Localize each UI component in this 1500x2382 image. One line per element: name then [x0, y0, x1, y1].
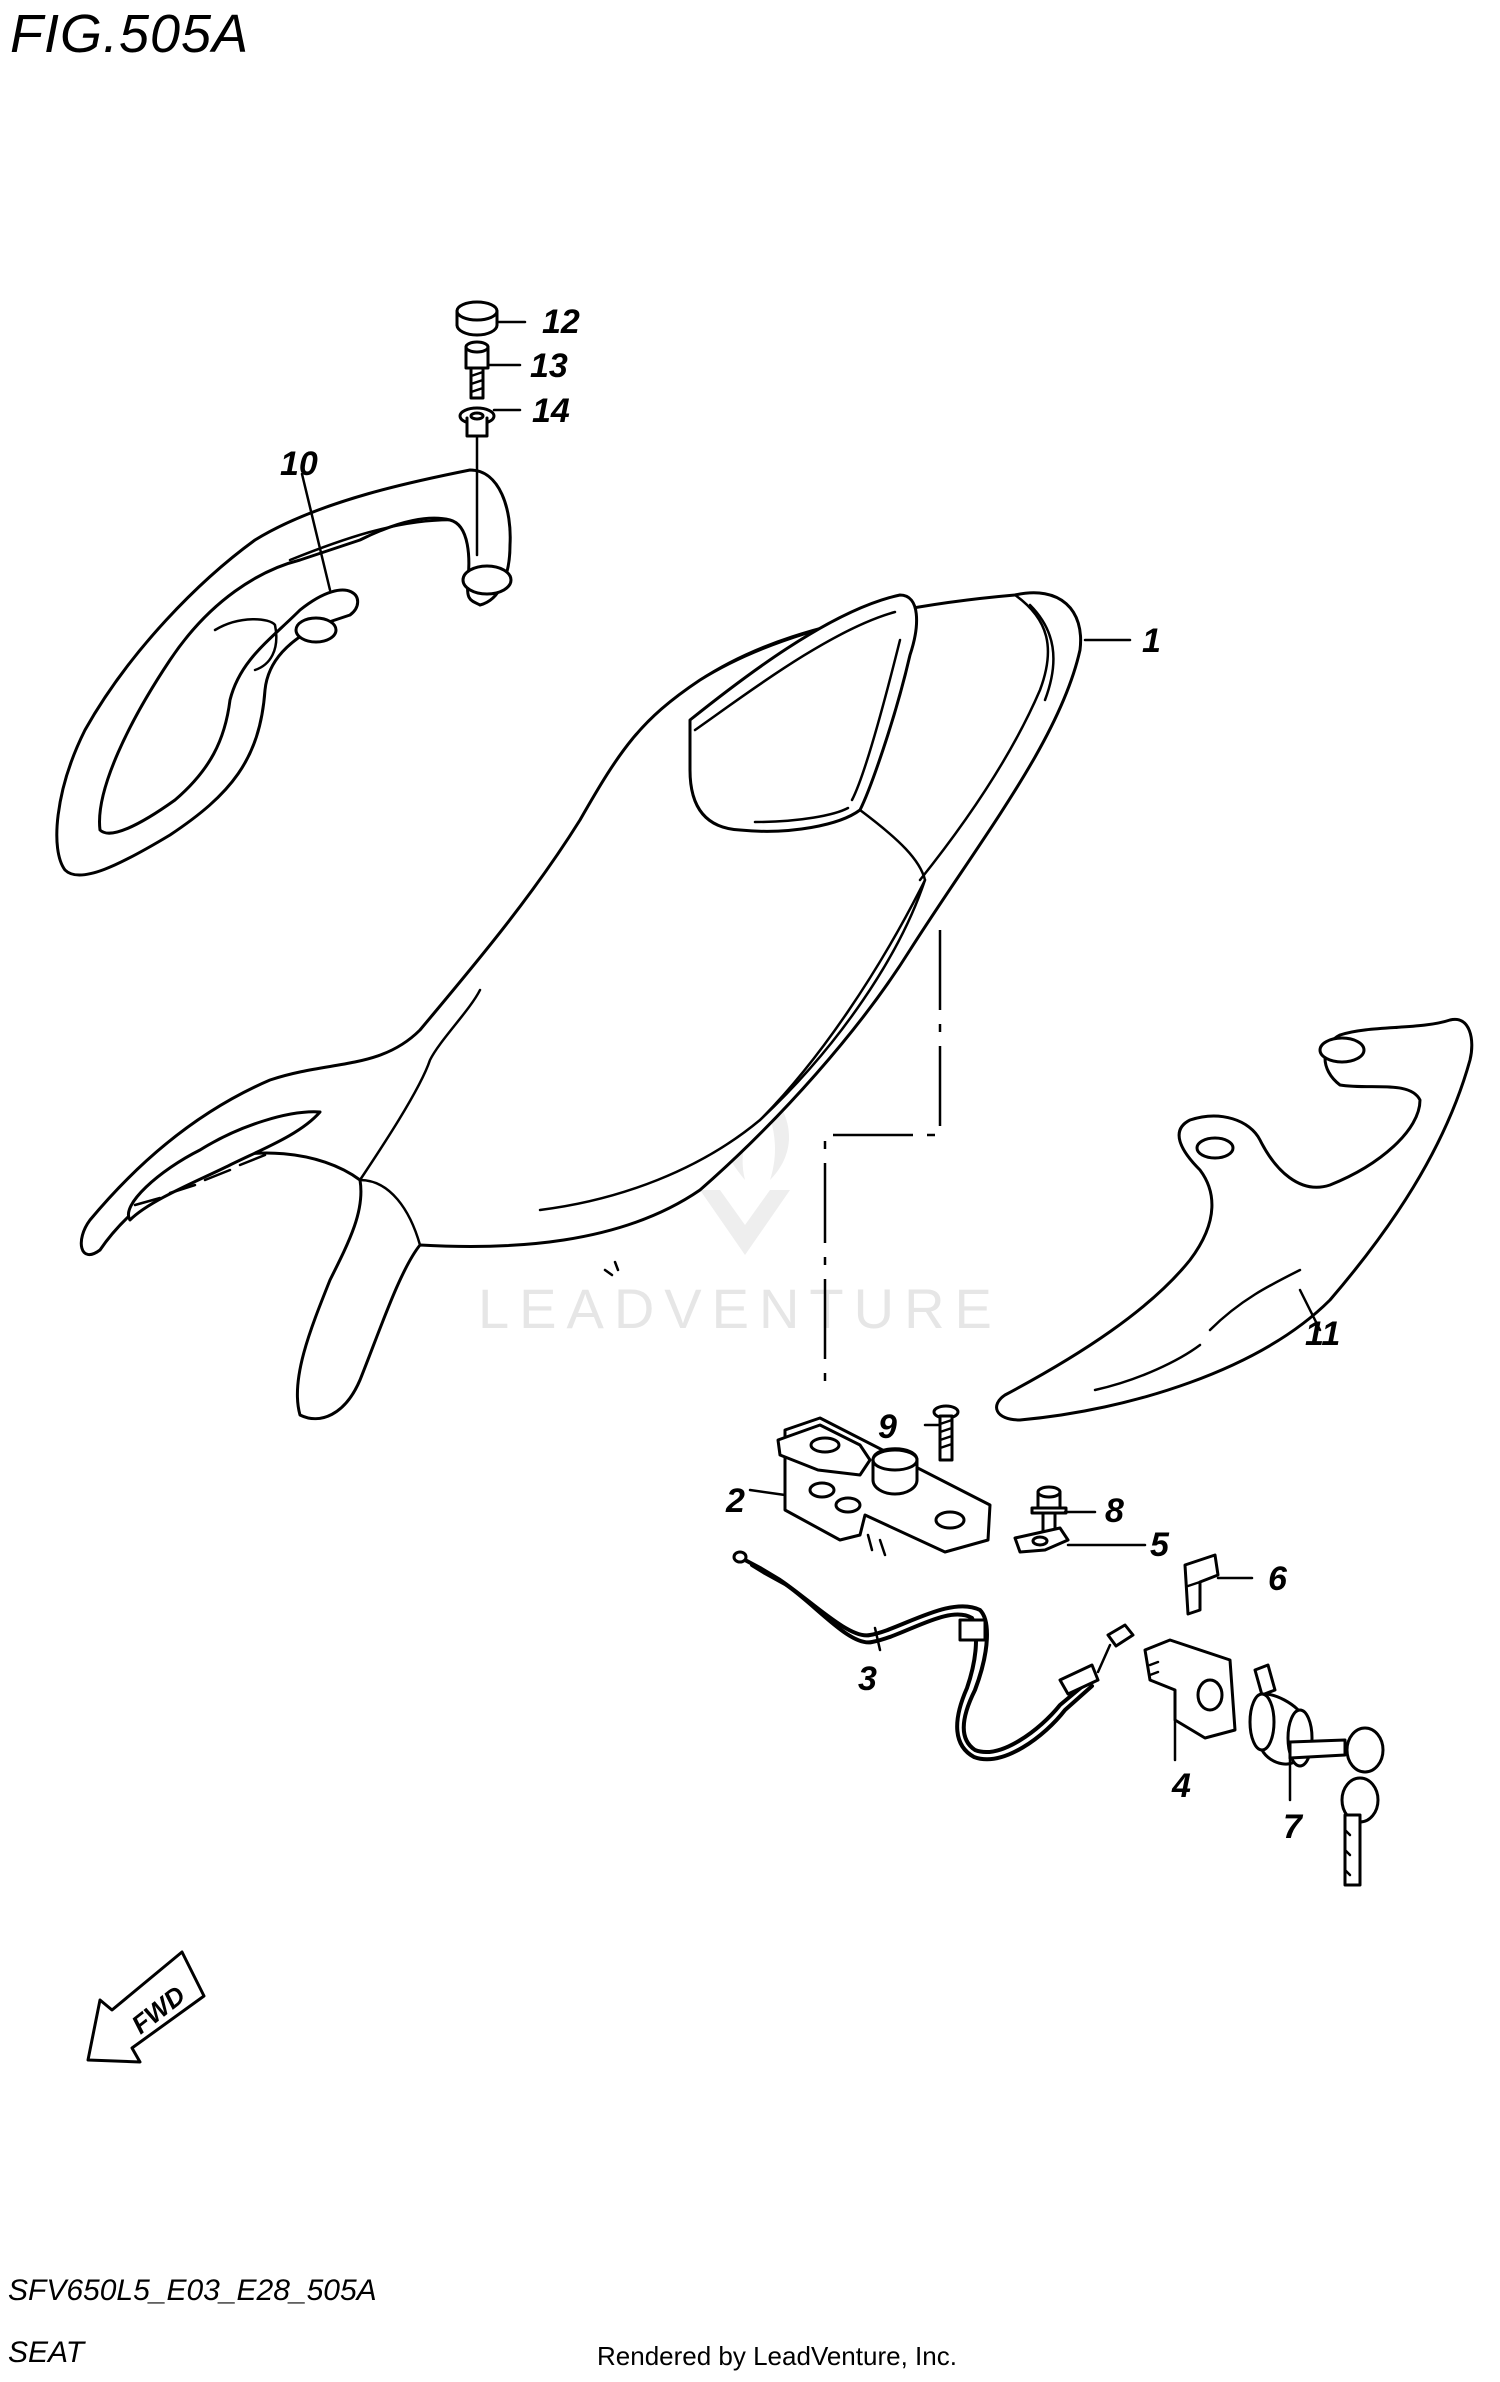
fwd-arrow-icon: FWD	[86, 1950, 206, 2064]
bolt	[464, 340, 490, 400]
seat-lock-latch	[776, 1416, 992, 1557]
spring-clip	[1183, 1553, 1220, 1616]
callout-1: 1	[1142, 622, 1161, 660]
seat-lock-cable	[732, 1550, 1135, 1762]
lock-cylinder-set	[1248, 1663, 1385, 1887]
callout-4: 4	[1171, 1767, 1191, 1805]
callout-5: 5	[1150, 1526, 1170, 1564]
watermark-text: LEADVENTURE	[478, 1277, 1002, 1340]
grab-handle-left	[55, 468, 513, 877]
callout-13: 13	[530, 347, 568, 385]
figure-caption: SEAT	[8, 2336, 87, 2369]
lock-bracket	[1143, 1638, 1237, 1740]
callout-8: 8	[1105, 1492, 1124, 1530]
leader-lines	[300, 320, 1322, 1802]
cap-nut	[455, 300, 499, 337]
cable-clamp	[1013, 1526, 1070, 1554]
callout-3: 3	[858, 1660, 877, 1698]
leader-dashed	[823, 930, 942, 1390]
callout-12: 12	[542, 303, 580, 341]
callout-7: 7	[1283, 1808, 1304, 1846]
grab-handle-right	[995, 1017, 1474, 1422]
collar-washer	[458, 406, 496, 438]
callout-2: 2	[725, 1482, 745, 1520]
callout-9: 9	[878, 1408, 897, 1446]
callout-11: 11	[1305, 1315, 1340, 1353]
figure-code: SFV650L5_E03_E28_505A	[8, 2274, 377, 2307]
figure-title: FIG.505A	[10, 4, 249, 64]
screw-9	[932, 1404, 960, 1462]
callout-6: 6	[1268, 1560, 1288, 1598]
callout-14: 14	[532, 392, 570, 430]
rendered-by: Rendered by LeadVenture, Inc.	[597, 2341, 957, 2371]
callout-10: 10	[280, 445, 318, 483]
seat	[79, 591, 1083, 1421]
